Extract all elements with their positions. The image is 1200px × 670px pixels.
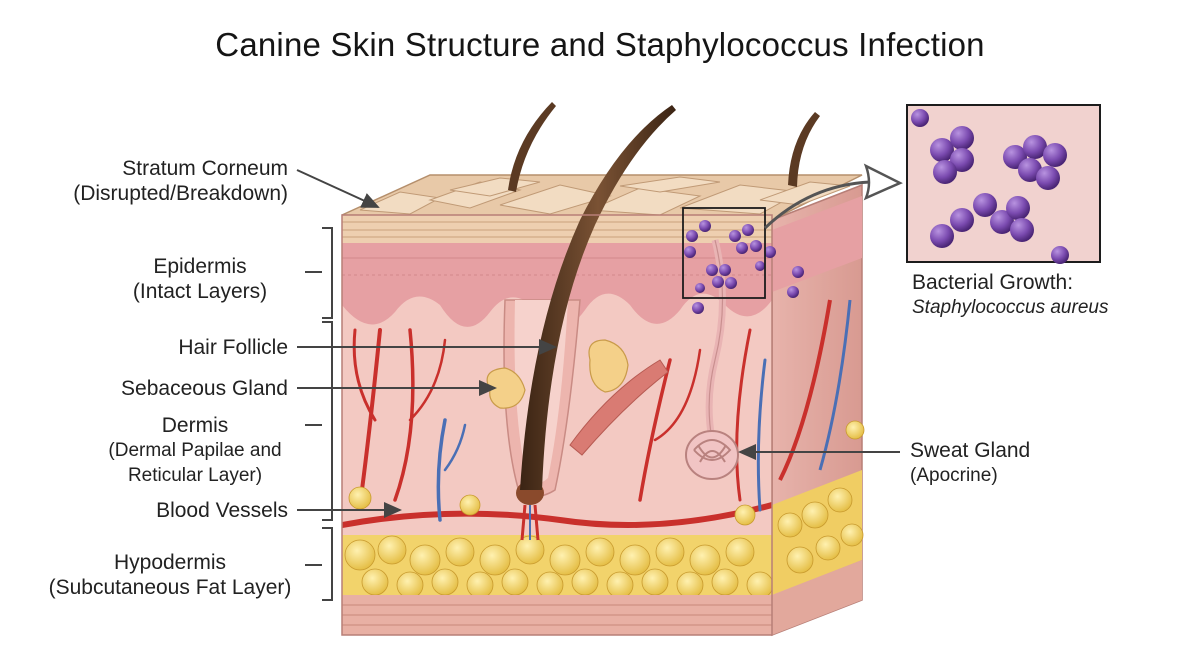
label-sebaceous-gland: Sebaceous Gland bbox=[121, 376, 288, 401]
zoom-arrow-head bbox=[863, 163, 903, 201]
bacteria-magnified-inset bbox=[906, 104, 1101, 264]
label-hypodermis-note: (Subcutaneous Fat Layer) bbox=[48, 576, 292, 599]
label-bacterial-growth: Bacterial Growth: Staphylococcus aureus bbox=[912, 270, 1108, 320]
bracket-epidermis bbox=[305, 227, 333, 319]
diagram-title: Canine Skin Structure and Staphylococcus… bbox=[215, 26, 985, 63]
label-hair-follicle: Hair Follicle bbox=[178, 335, 288, 360]
label-hypodermis-name: Hypodermis bbox=[113, 551, 227, 574]
label-stratum-corneum-note: (Disrupted/Breakdown) bbox=[73, 182, 288, 205]
label-epidermis-name: Epidermis bbox=[153, 255, 247, 278]
label-sweat-gland-note: (Apocrine) bbox=[910, 465, 998, 486]
label-hypodermis: Hypodermis (Subcutaneous Fat Layer) bbox=[40, 550, 300, 600]
label-epidermis: Epidermis (Intact Layers) bbox=[120, 254, 280, 304]
label-stratum-corneum-name: Stratum Corneum bbox=[122, 157, 288, 180]
infection-focus-box bbox=[682, 207, 766, 299]
layer-brackets bbox=[305, 227, 333, 601]
block-front-face bbox=[342, 215, 772, 635]
label-stratum-corneum: Stratum Corneum (Disrupted/Breakdown) bbox=[73, 156, 288, 206]
label-dermis-note-2: Reticular Layer) bbox=[127, 465, 263, 486]
label-sweat-gland: Sweat Gland (Apocrine) bbox=[910, 438, 1030, 488]
zoom-arrow-shaft bbox=[763, 180, 871, 230]
label-blood-vessels: Blood Vessels bbox=[156, 498, 288, 523]
leader-stratum-corneum bbox=[296, 169, 380, 208]
label-hair-follicle-name: Hair Follicle bbox=[178, 336, 288, 359]
label-bacterial-growth-name: Bacterial Growth: bbox=[912, 271, 1074, 294]
label-blood-vessels-name: Blood Vessels bbox=[156, 499, 288, 522]
label-dermis-note-1: (Dermal Papilae and bbox=[108, 440, 282, 461]
label-sweat-gland-name: Sweat Gland bbox=[910, 439, 1031, 462]
hair-shafts bbox=[508, 102, 820, 490]
bracket-hypodermis bbox=[305, 527, 333, 601]
label-dermis-name: Dermis bbox=[161, 414, 229, 437]
block-side-face bbox=[771, 183, 865, 637]
label-bacterial-species: Staphylococcus aureus bbox=[912, 297, 1109, 318]
bacteria-cluster bbox=[684, 220, 804, 314]
label-epidermis-note: (Intact Layers) bbox=[132, 280, 268, 303]
bracket-dermis bbox=[305, 321, 333, 521]
block-outline bbox=[341, 214, 773, 636]
label-sebaceous-gland-name: Sebaceous Gland bbox=[121, 377, 288, 400]
label-dermis: Dermis (Dermal Papilae and Reticular Lay… bbox=[80, 413, 310, 488]
leader-lines bbox=[296, 169, 900, 518]
